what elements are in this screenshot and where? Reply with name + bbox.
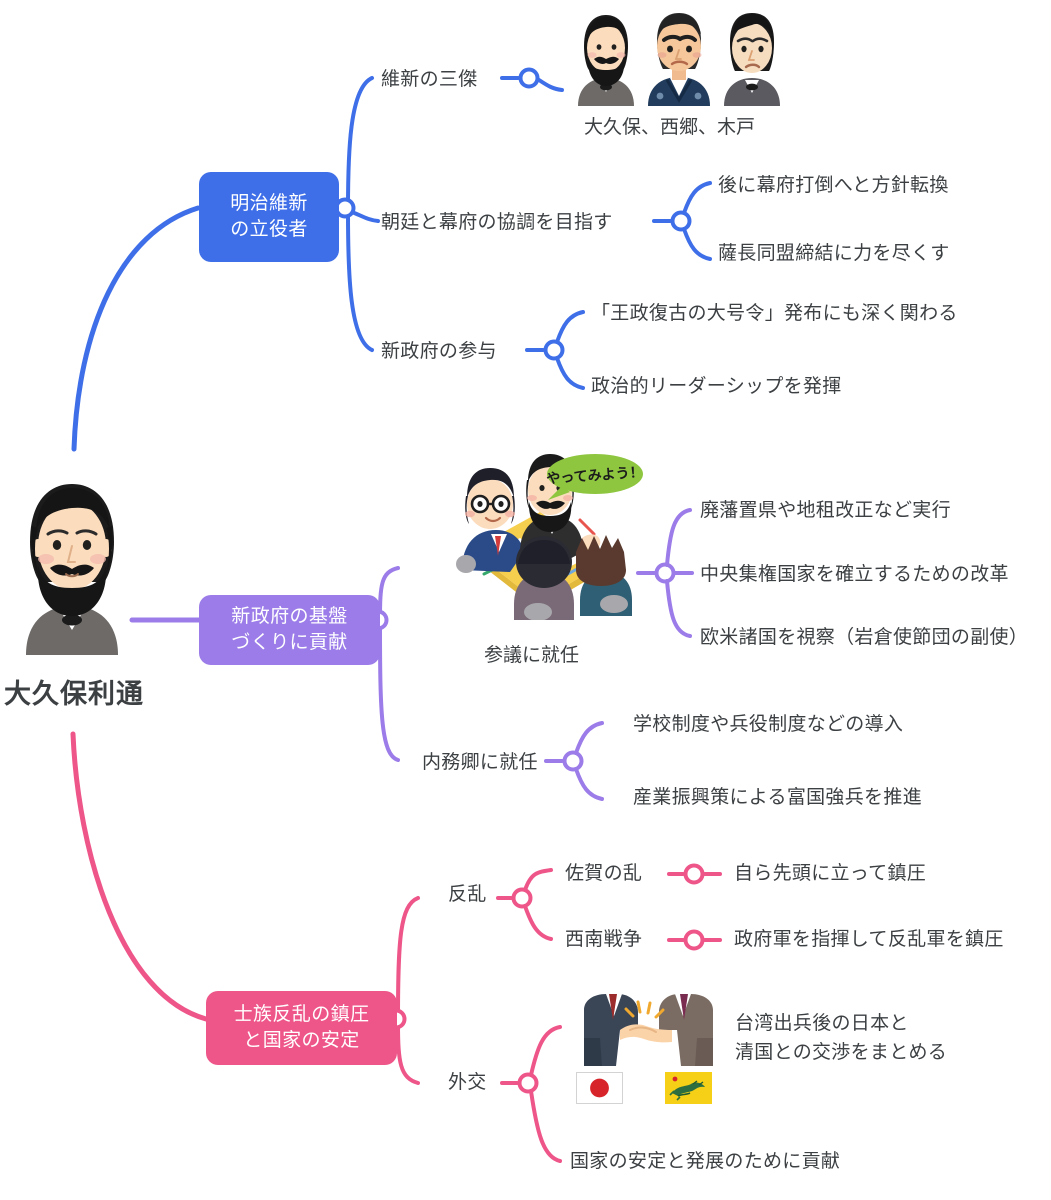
blue-child-2-label[interactable]: 朝廷と幕府の協調を目指す	[381, 212, 613, 233]
blue-c2-leaf1-wire	[682, 181, 712, 215]
purple-c2-leaf2-wire	[574, 767, 604, 801]
purple-child-1-leaf-2[interactable]: 中央集権国家を確立するための改革	[700, 564, 1009, 585]
pink-arm-1	[396, 896, 420, 1021]
node-circle-saga[interactable]	[683, 863, 705, 885]
node-circle-blue-c1[interactable]	[518, 67, 540, 89]
blue-child-3-leaf-2[interactable]: 政治的リーダーシップを発揮	[591, 376, 842, 397]
pink-child-2-leaf-2[interactable]: 国家の安定と発展のために貢献	[570, 1151, 841, 1172]
three-statesmen-portraits	[566, 8, 794, 106]
purple-child-1-leaf-1[interactable]: 廃藩置県や地租改正など実行	[700, 500, 951, 521]
purple-c1-leaf1-wire	[665, 508, 692, 567]
purple-c2-leaf1-wire	[574, 721, 604, 755]
blue-c1-right-stub	[537, 78, 564, 92]
blue-arm-3	[346, 212, 374, 352]
root-title: 大久保利通	[4, 679, 144, 709]
blue-arm-1	[346, 76, 374, 210]
pink-c1-leaf1-wire	[523, 868, 553, 892]
topic-node-pink[interactable]: 士族反乱の鎮圧 と国家の安定	[206, 991, 397, 1065]
pink-c2-leaf2-wire	[529, 1089, 562, 1163]
meeting-discussion-scene: やってみよう！	[428, 452, 644, 621]
main-branch-blue	[71, 205, 201, 452]
node-circle-pink-c1[interactable]	[511, 887, 533, 909]
topic-node-purple[interactable]: 新政府の基盤 づくりに貢献	[199, 595, 380, 665]
purple-arm-1	[378, 566, 400, 622]
blue-child-2-leaf-1[interactable]: 後に幕府打倒へと方針転換	[718, 175, 949, 196]
purple-child-2-leaf-2[interactable]: 産業振興策による富国強兵を推進	[633, 787, 922, 808]
node-circle-purple-c1[interactable]	[654, 562, 676, 584]
pink-c1-leaf2-wire	[523, 904, 553, 941]
node-circle-blue-topic[interactable]	[334, 197, 356, 219]
pink-leaf-saga-detail[interactable]: 自ら先頭に立って鎮圧	[734, 863, 927, 885]
node-circle-blue-c2[interactable]	[670, 210, 692, 232]
pink-leaf-seinan-detail[interactable]: 政府軍を指揮して反乱軍を鎮圧	[734, 929, 1004, 951]
qing-dynasty-flag-icon	[665, 1072, 712, 1104]
node-circle-pink-c2[interactable]	[517, 1072, 539, 1094]
purple-arm-2	[378, 622, 400, 762]
pink-c2-leaf1-wire	[529, 1025, 562, 1077]
node-circle-purple-c2[interactable]	[562, 750, 584, 772]
pink-arm-2	[396, 1021, 420, 1085]
blue-child-3-label[interactable]: 新政府の参与	[381, 341, 497, 362]
main-branch-pink	[70, 731, 209, 1022]
blue-child-3-leaf-1[interactable]: 「王政復古の大号令」発布にも深く関わる	[591, 303, 958, 324]
blue-child-2-leaf-2[interactable]: 薩長同盟締結に力を尽くす	[718, 243, 950, 264]
topic-node-blue[interactable]: 明治維新 の立役者	[199, 172, 339, 262]
purple-child-2-label[interactable]: 内務卿に就任	[422, 752, 538, 773]
root-portrait-okubo	[8, 470, 136, 655]
blue-arm-2	[350, 210, 380, 223]
purple-c1-leaf3-wire	[665, 579, 692, 638]
node-circle-seinan[interactable]	[683, 929, 705, 951]
blue-c3-leaf2-wire	[555, 356, 585, 390]
blue-child-1-label[interactable]: 維新の三傑	[381, 69, 478, 90]
pink-child-1-label[interactable]: 反乱	[448, 884, 487, 906]
japan-flag-icon	[576, 1072, 623, 1104]
three-statesmen-caption: 大久保、西郷、木戸	[584, 117, 756, 138]
node-circle-blue-c3[interactable]	[543, 339, 565, 361]
pink-child-2-label[interactable]: 外交	[448, 1072, 487, 1094]
purple-child-2-leaf-1[interactable]: 学校制度や兵役制度などの導入	[633, 714, 904, 735]
pink-leaf-seinan-label[interactable]: 西南戦争	[565, 929, 643, 951]
meeting-caption: 参議に就任	[484, 645, 580, 666]
svg-text:やってみよう！: やってみよう！	[546, 464, 643, 487]
pink-child-2-leaf-1[interactable]: 台湾出兵後の日本と 清国との交渉をまとめる	[735, 1013, 948, 1064]
handshake-japan-qing	[576, 986, 721, 1066]
purple-child-1-leaf-3[interactable]: 欧米諸国を視察（岩倉使節団の副使）	[700, 627, 1029, 648]
blue-c3-leaf1-wire	[555, 310, 585, 344]
pink-leaf-saga-label[interactable]: 佐賀の乱	[565, 863, 643, 885]
blue-c2-leaf2-wire	[682, 227, 712, 261]
